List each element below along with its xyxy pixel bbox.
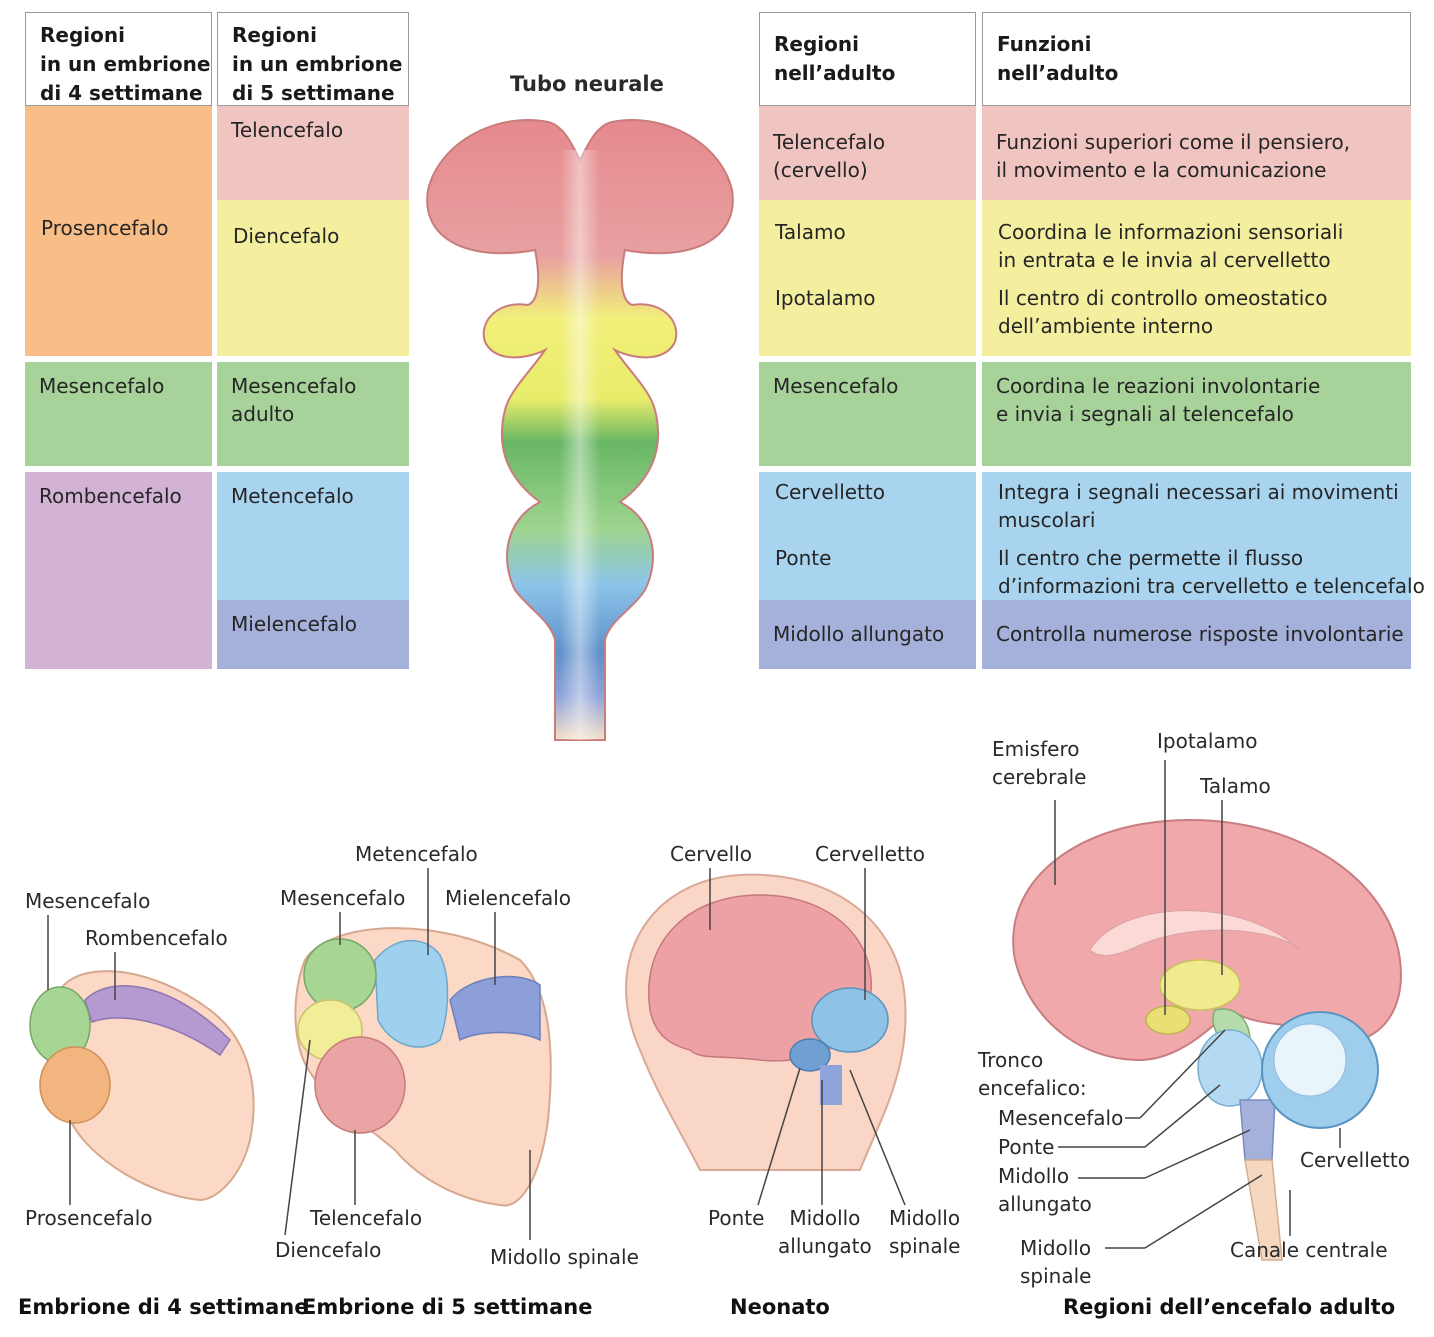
cell-mielencefalo: Mielencefalo xyxy=(217,600,409,669)
row-metencefalo-function: Integra i segnali necessari ai movimenti… xyxy=(982,472,1425,600)
cell-prosencefalo: Prosencefalo xyxy=(25,106,212,356)
newborn-midollo xyxy=(820,1065,842,1105)
leader-line xyxy=(1144,1129,1251,1179)
cell-mesencefalo-adulto: Mesencefalo adulto xyxy=(217,362,409,466)
embryo-5-mielencefalo xyxy=(449,975,541,1042)
adult-mesencefalo xyxy=(1212,1008,1251,1046)
label-adult-tronco: Tronco encefalico: xyxy=(978,1048,1087,1100)
adult-cervelletto-inner xyxy=(1273,1023,1347,1097)
leader-line xyxy=(757,1067,801,1206)
caption-adult-brain: Regioni dell’encefalo adulto xyxy=(1063,1295,1396,1319)
row-mesencefalo-function: Coordina le reazioni involontarie e invi… xyxy=(982,362,1411,466)
label-adult-cervelletto: Cervelletto xyxy=(1300,1148,1410,1172)
newborn-illustration xyxy=(625,868,907,1206)
embryo-4-mesencefalo xyxy=(29,986,91,1064)
cell-metencefalo: Metencefalo xyxy=(217,472,409,600)
label-embryo4-mesencefalo: Mesencefalo xyxy=(25,889,151,913)
adult-corpus-callosum xyxy=(1089,910,1301,956)
adult-cervelletto xyxy=(1261,1011,1379,1129)
label-adult-midollo-allungato: Midollo allungato xyxy=(998,1164,1092,1216)
label-neonato-cervello: Cervello xyxy=(670,842,752,866)
header-embryo-4-weeks: Regioni in un embrione di 4 settimane xyxy=(25,12,212,106)
label-embryo5-metencefalo: Metencefalo xyxy=(355,842,478,866)
row-telencefalo-function: Funzioni superiori come il pensiero, il … xyxy=(982,106,1411,200)
cell-rombencefalo: Rombencefalo xyxy=(25,472,212,669)
label-adult-midollo-spinale: Midollo spinale xyxy=(1020,1236,1092,1288)
neural-tube-canal xyxy=(560,150,600,740)
row-midollo-region: Midollo allungato xyxy=(759,600,976,669)
label-neonato-midollo-allungato: Midollo allungato xyxy=(778,1206,872,1258)
embryo-5-telencefalo xyxy=(314,1036,406,1134)
adult-midollo-allungato xyxy=(1239,1099,1276,1161)
header-embryo-5-weeks: Regioni in un embrione di 5 settimane xyxy=(217,12,409,106)
label-embryo4-rombencefalo: Rombencefalo xyxy=(85,926,228,950)
label-embryo5-telencefalo: Telencefalo xyxy=(310,1206,423,1230)
label-adult-canale-centrale: Canale centrale xyxy=(1230,1238,1388,1262)
label-adult-mesencefalo: Mesencefalo xyxy=(998,1106,1124,1130)
label-embryo5-mesencefalo: Mesencefalo xyxy=(280,886,406,910)
newborn-head xyxy=(625,873,907,1171)
label-embryo4-prosencefalo: Prosencefalo xyxy=(25,1206,153,1230)
leader-line xyxy=(1139,1029,1226,1119)
caption-neonato: Neonato xyxy=(730,1295,830,1319)
embryo-5-weeks-illustration xyxy=(284,868,552,1240)
embryo-5-mesencefalo xyxy=(303,938,377,1012)
adult-cerebrum xyxy=(1012,818,1402,1062)
label-neonato-ponte: Ponte xyxy=(708,1206,765,1230)
header-adult-regions: Regioni nell’adulto xyxy=(759,12,976,106)
newborn-ponte xyxy=(789,1038,831,1072)
embryo-5-diencefalo xyxy=(297,999,363,1061)
leader-line xyxy=(1144,1084,1221,1148)
adult-talamo xyxy=(1159,959,1241,1011)
row-telencefalo-region: Telencefalo (cervello) xyxy=(759,106,976,200)
label-adult-ponte: Ponte xyxy=(998,1135,1055,1159)
embryo-5-body xyxy=(294,927,552,1207)
caption-embryo-5-weeks: Embrione di 5 settimane xyxy=(302,1295,593,1319)
cell-diencefalo: Diencefalo xyxy=(217,200,409,356)
label-embryo5-diencefalo: Diencefalo xyxy=(275,1238,382,1262)
label-embryo5-midollo-spinale: Midollo spinale xyxy=(490,1245,639,1269)
header-adult-functions: Funzioni nell’adulto xyxy=(982,12,1411,106)
row-diencefalo-region: Talamo Ipotalamo xyxy=(759,200,976,356)
cell-telencefalo-5w: Telencefalo xyxy=(217,106,409,200)
label-neonato-midollo-spinale: Midollo spinale xyxy=(889,1206,961,1258)
row-metencefalo-region: Cervelletto Ponte xyxy=(759,472,976,600)
cell-mesencefalo-4w: Mesencefalo xyxy=(25,362,212,466)
embryo-4-weeks-illustration xyxy=(29,915,255,1205)
label-adult-ipotalamo: Ipotalamo xyxy=(1157,729,1258,753)
caption-embryo-4-weeks: Embrione di 4 settimane xyxy=(18,1295,309,1319)
label-adult-emisfero: Emisfero cerebrale xyxy=(992,737,1087,789)
leader-line xyxy=(849,1069,906,1206)
newborn-cervello xyxy=(648,894,872,1062)
row-diencefalo-function: Coordina le informazioni sensoriali in e… xyxy=(982,200,1411,356)
adult-ponte xyxy=(1197,1029,1263,1107)
embryo-5-metencefalo xyxy=(374,939,449,1048)
leader-line xyxy=(284,1039,311,1236)
adult-ipotalamo xyxy=(1145,1005,1191,1035)
label-adult-talamo: Talamo xyxy=(1200,774,1271,798)
embryo-4-body xyxy=(45,970,255,1202)
row-midollo-function: Controlla numerose risposte involontarie xyxy=(982,600,1411,669)
tube-title: Tubo neurale xyxy=(510,72,664,96)
label-embryo5-mielencefalo: Mielencefalo xyxy=(445,886,572,910)
embryo-4-prosencefalo xyxy=(39,1046,111,1124)
label-neonato-cervelletto: Cervelletto xyxy=(815,842,925,866)
embryo-4-rombencefalo xyxy=(84,985,231,1057)
row-mesencefalo-region: Mesencefalo xyxy=(759,362,976,466)
newborn-cervelletto xyxy=(811,987,889,1053)
neural-tube-shape xyxy=(426,119,734,741)
